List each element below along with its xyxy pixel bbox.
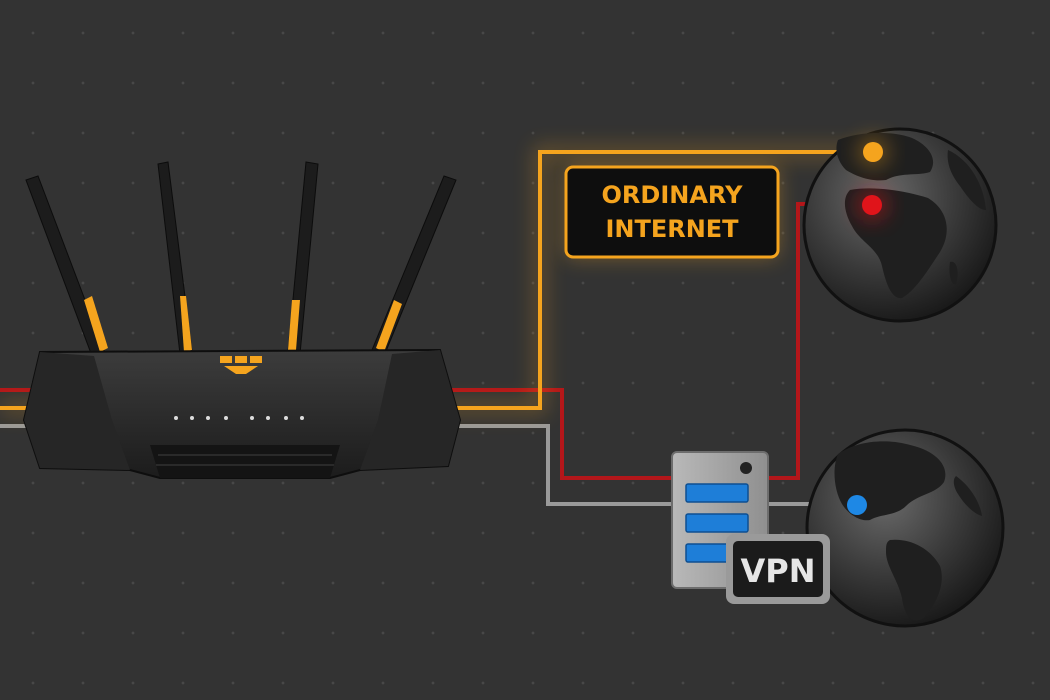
vpn-endpoint-red-dot <box>856 189 888 221</box>
router-icon <box>22 161 462 479</box>
globe-icon <box>802 127 998 323</box>
vpn-badge-label: VPN <box>741 552 816 590</box>
ordinary-endpoint-dot <box>857 136 889 168</box>
ordinary-internet-label: ORDINARY INTERNET <box>564 165 780 259</box>
vpn-endpoint-blue-dot <box>847 495 867 515</box>
vpn-badge: VPN <box>726 534 830 604</box>
ordinary-label-line2: INTERNET <box>605 215 739 243</box>
globe-icon <box>805 428 1005 628</box>
ordinary-label-line1: ORDINARY <box>602 181 744 209</box>
